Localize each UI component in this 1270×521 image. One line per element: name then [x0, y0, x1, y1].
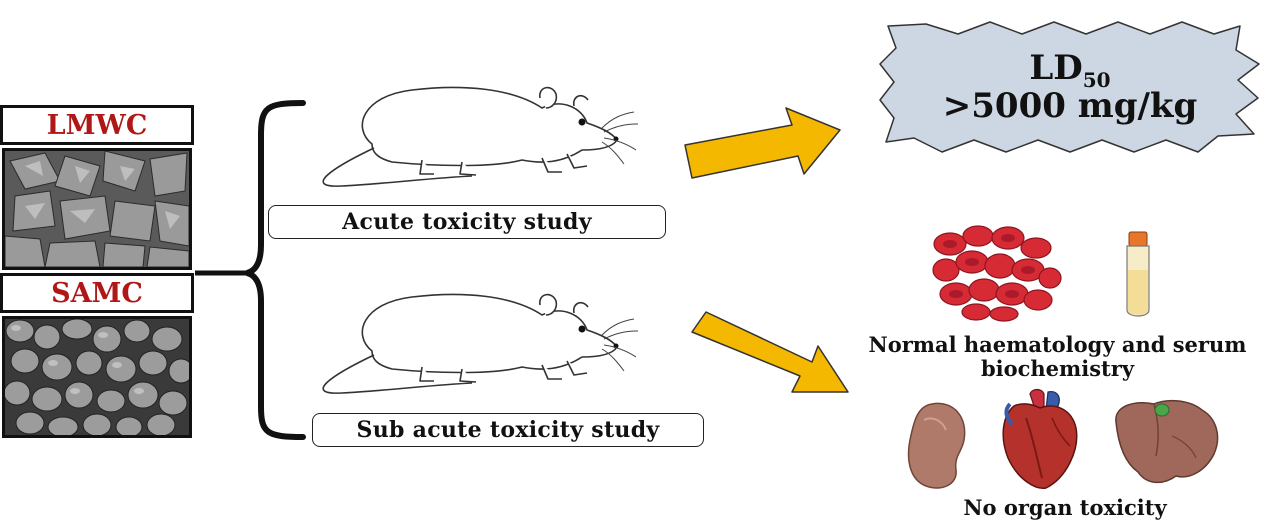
- ld50-heading: LD50: [880, 48, 1260, 100]
- ld50-star-badge: [879, 21, 1260, 153]
- lmwc-label: LMWC: [0, 105, 194, 145]
- liver-icon: [1115, 399, 1219, 484]
- acute-study-label: Acute toxicity study: [342, 209, 592, 235]
- arrow-to-ld50: [684, 107, 841, 179]
- haematology-caption: Normal haematology and serum biochemistr…: [845, 333, 1270, 381]
- ld50-value: >5000 mg/kg: [942, 86, 1198, 126]
- ld50-prefix: LD: [1029, 48, 1083, 88]
- lmwc-sem-image: [5, 151, 189, 267]
- lmwc-micrograph: [2, 148, 192, 270]
- haematology-line2: biochemistry: [980, 356, 1135, 381]
- heart-icon: [1002, 388, 1078, 489]
- serum-tube-icon: [1126, 231, 1150, 317]
- samc-sem-image: [5, 319, 189, 435]
- samc-label: SAMC: [0, 273, 194, 313]
- lmwc-label-text: LMWC: [46, 109, 148, 141]
- rat-illustration-sub-acute: [322, 293, 639, 394]
- grouping-brace: [195, 100, 306, 440]
- haematology-line1: Normal haematology and serum: [868, 332, 1247, 357]
- sub-acute-study-label: Sub acute toxicity study: [356, 417, 660, 443]
- curly-brace: [246, 100, 306, 440]
- samc-label-text: SAMC: [51, 277, 143, 309]
- ld50-subscript: 50: [1082, 67, 1111, 92]
- kidney-spleen-icon: [907, 402, 966, 489]
- red-blood-cells-icon: [932, 225, 1062, 322]
- samc-micrograph: [2, 316, 192, 438]
- rat-illustration-acute: [322, 86, 639, 187]
- acute-study-box: Acute toxicity study: [268, 205, 666, 239]
- sub-acute-study-box: Sub acute toxicity study: [312, 413, 704, 447]
- arrow-to-outcomes: [691, 311, 849, 393]
- organ-caption: No organ toxicity: [963, 495, 1167, 520]
